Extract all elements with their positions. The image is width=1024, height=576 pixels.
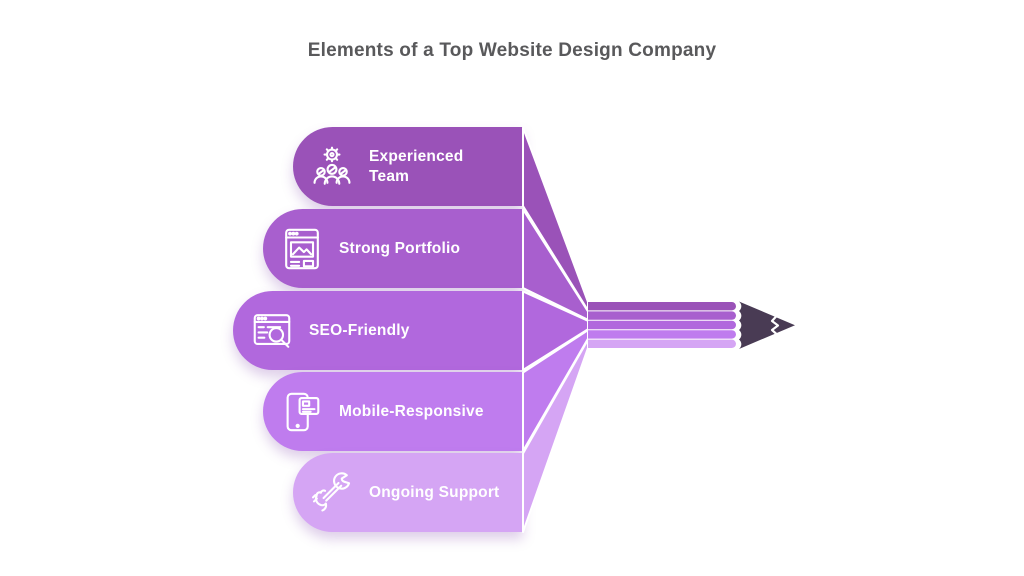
banner-ongoing-support: Ongoing Support: [293, 453, 523, 532]
banner-tail-1: [522, 126, 589, 312]
banner-tail-2: [522, 208, 589, 321]
pencil-stripe-4: [588, 330, 736, 339]
banner-strong-portfolio: Strong Portfolio: [263, 209, 523, 288]
banner-label: SEO-Friendly: [309, 321, 410, 339]
portfolio-window-icon: [279, 226, 325, 272]
mobile-phone-icon: [279, 389, 325, 435]
banner-mobile-responsive: Mobile-Responsive: [263, 372, 523, 451]
banner-label: Mobile-Responsive: [339, 402, 484, 420]
pencil-stripe-2: [588, 311, 736, 320]
team-gear-icon: [309, 144, 355, 190]
pencil-stripe-5: [588, 339, 736, 348]
pencil-tip: [739, 301, 795, 349]
page-title: Elements of a Top Website Design Company: [307, 40, 717, 61]
banner-tail-5: [522, 338, 589, 533]
pencil-stripe-3: [588, 320, 736, 330]
banner-tail-3: [522, 290, 589, 371]
banner-experienced-team: Experienced Team: [293, 127, 523, 206]
banner-tail-4: [522, 329, 589, 452]
banner-seo-friendly: SEO-Friendly: [233, 291, 523, 370]
banner-label: Strong Portfolio: [339, 239, 461, 257]
banner-label: Ongoing Support: [369, 483, 500, 501]
wrench-hand-icon: [309, 470, 355, 516]
pencil-stripe-1: [588, 302, 736, 311]
seo-search-icon: [249, 308, 295, 354]
pencil-tip-notch: [770, 314, 780, 336]
banner-label: Experienced Team: [369, 148, 464, 185]
